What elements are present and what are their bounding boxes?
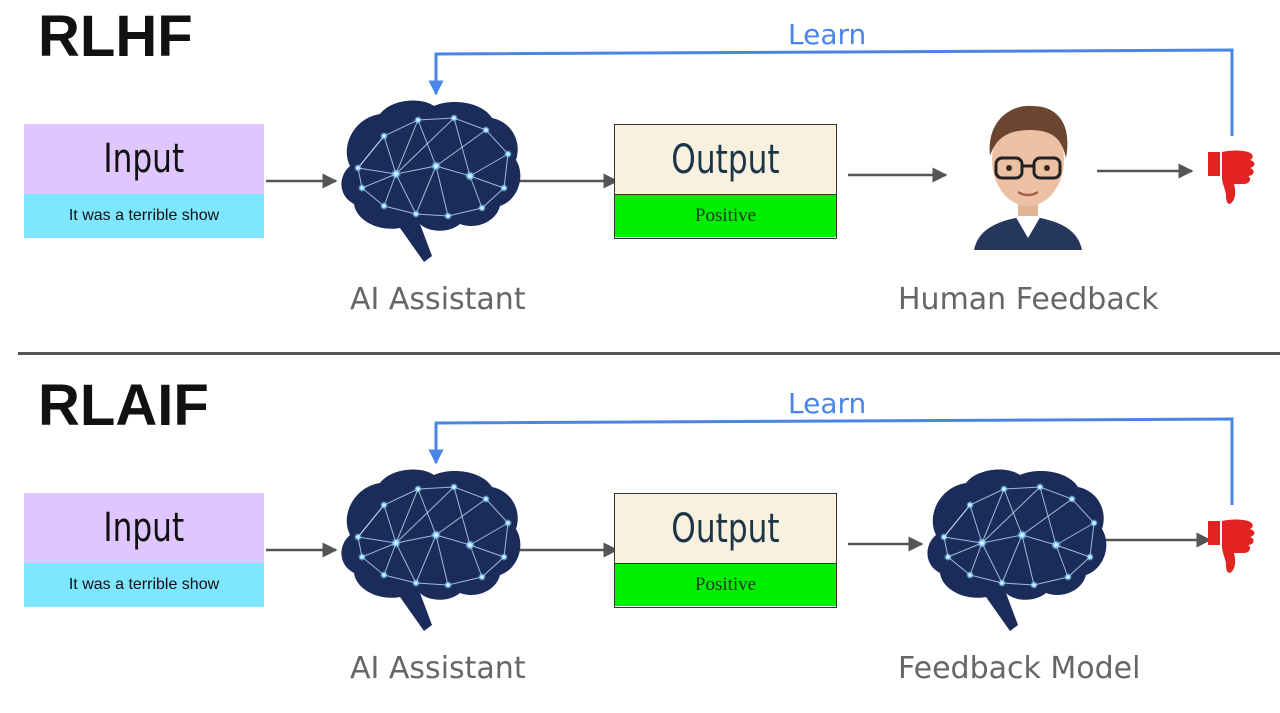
feedback-model-brain-icon xyxy=(926,468,1107,632)
brain-icon xyxy=(340,99,521,263)
rlhf-panel: RLHF Learn Inpu xyxy=(0,0,1280,356)
thumbs-down-icon xyxy=(1208,150,1255,204)
output-box: Output Positive xyxy=(614,124,837,239)
feedback-caption: Human Feedback xyxy=(898,282,1159,317)
learn-loop-arrow xyxy=(428,48,1234,136)
person-portrait-icon xyxy=(974,105,1082,250)
output-value: Positive xyxy=(615,564,836,606)
brain-icon xyxy=(340,468,521,632)
output-title: Output xyxy=(615,125,836,195)
rlhf-title: RLHF xyxy=(38,4,193,69)
feedback-caption: Feedback Model xyxy=(898,651,1141,686)
learn-label: Learn xyxy=(788,387,867,420)
input-text: It was a terrible show xyxy=(24,563,264,607)
learn-loop-arrow xyxy=(428,417,1234,505)
learn-label: Learn xyxy=(788,18,867,51)
section-divider xyxy=(18,352,1280,355)
rlhf-connectors xyxy=(266,48,1255,263)
input-title: Input xyxy=(24,124,264,194)
assistant-caption: AI Assistant xyxy=(350,651,526,686)
output-title: Output xyxy=(615,494,836,564)
input-box: Input It was a terrible show xyxy=(24,124,264,238)
input-box: Input It was a terrible show xyxy=(24,493,264,607)
output-value: Positive xyxy=(615,195,836,237)
output-box: Output Positive xyxy=(614,493,837,608)
rlaif-connectors xyxy=(266,417,1255,632)
input-text: It was a terrible show xyxy=(24,194,264,238)
thumbs-down-icon xyxy=(1208,519,1255,573)
assistant-caption: AI Assistant xyxy=(350,282,526,317)
input-title: Input xyxy=(24,493,264,563)
rlaif-panel: RLAIF Learn Input It was a terrible show… xyxy=(0,369,1280,713)
rlaif-title: RLAIF xyxy=(38,373,209,438)
